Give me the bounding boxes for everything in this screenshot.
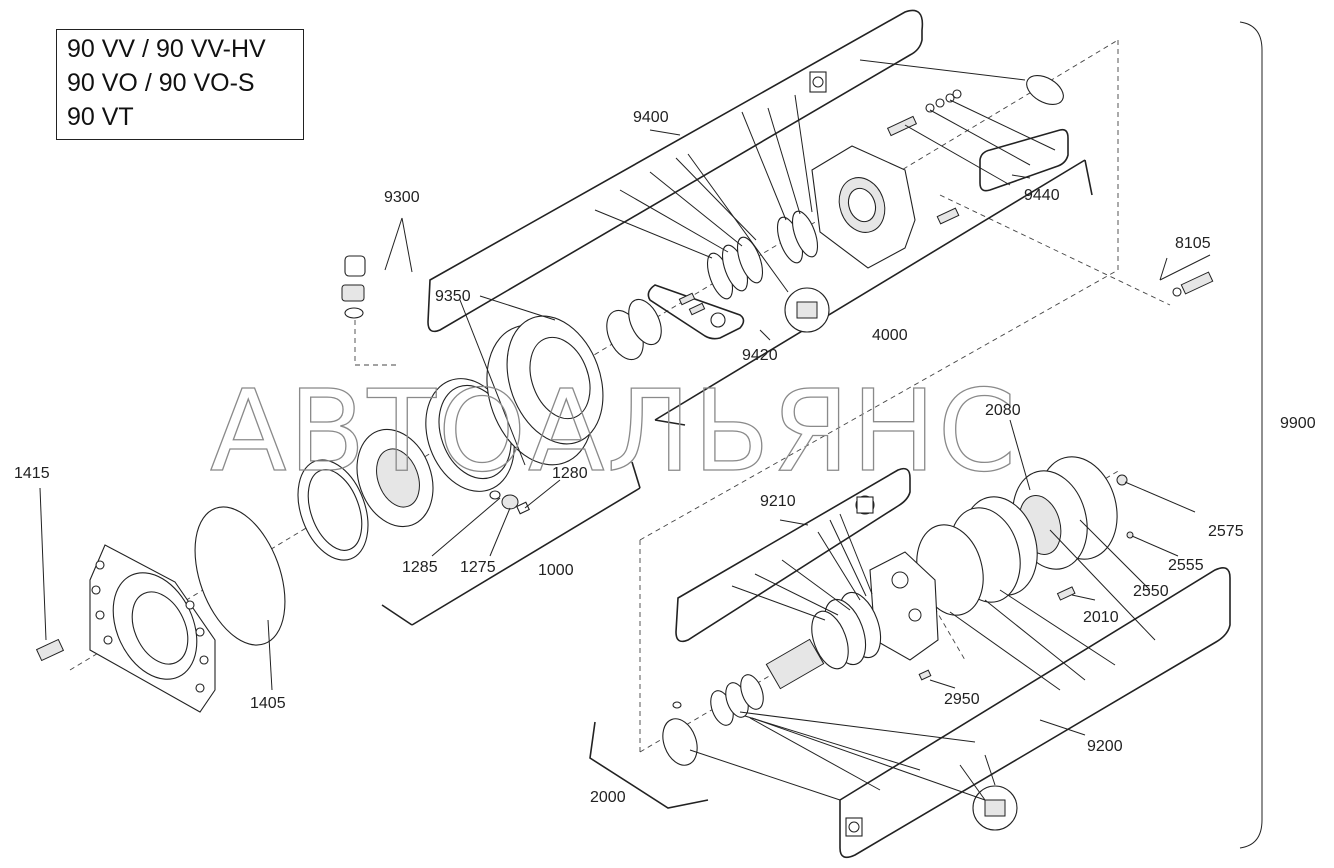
model-title-line-1: 90 VV / 90 VV-HV bbox=[67, 35, 266, 63]
seal-rings-9400 bbox=[594, 94, 830, 333]
label-1415: 1415 bbox=[14, 465, 50, 482]
model-title-line-3: 90 VT bbox=[67, 103, 134, 131]
label-1275: 1275 bbox=[460, 559, 496, 576]
label-9900: 9900 bbox=[1280, 415, 1316, 432]
model-title-line-2: 90 VO / 90 VO-S bbox=[67, 69, 255, 97]
label-4000: 4000 bbox=[872, 327, 908, 344]
cylinder-block-part bbox=[356, 315, 604, 528]
label-9300: 9300 bbox=[384, 189, 420, 206]
label-1405: 1405 bbox=[250, 695, 286, 712]
group-bracket-4000 bbox=[427, 9, 1093, 426]
leader-lines-upper bbox=[459, 129, 1168, 466]
end-plate-part-2080 bbox=[916, 456, 1134, 681]
label-2000: 2000 bbox=[590, 789, 626, 806]
group-bracket-1000 bbox=[381, 461, 641, 626]
group-bracket-2000 bbox=[589, 467, 1231, 859]
label-1285: 1285 bbox=[402, 559, 438, 576]
fitting-part-8105 bbox=[1159, 254, 1214, 297]
model-title-box: 90 VV / 90 VV-HV 90 VO / 90 VO-S 90 VT bbox=[56, 29, 304, 140]
label-1280: 1280 bbox=[552, 465, 588, 482]
plug-parts-9300 bbox=[341, 217, 413, 319]
shaft-part-9420 bbox=[606, 292, 726, 361]
label-8105: 8105 bbox=[1175, 235, 1211, 252]
label-2550: 2550 bbox=[1133, 583, 1169, 600]
label-2555: 2555 bbox=[1168, 557, 1204, 574]
label-9440: 9440 bbox=[1024, 187, 1060, 204]
bolt-part bbox=[35, 487, 65, 662]
label-1000: 1000 bbox=[538, 562, 574, 579]
part-number-labels: 9400 9300 9350 9420 4000 9440 8105 9900 … bbox=[14, 109, 1316, 806]
end-cover-part bbox=[89, 544, 216, 713]
label-9210: 9210 bbox=[760, 493, 796, 510]
label-9350: 9350 bbox=[435, 288, 471, 305]
label-2950: 2950 bbox=[944, 691, 980, 708]
valve-parts-9440 bbox=[859, 59, 1064, 186]
label-2575: 2575 bbox=[1208, 523, 1244, 540]
o-ring-part bbox=[194, 506, 286, 646]
label-9200: 9200 bbox=[1087, 738, 1123, 755]
shaft-part-2000 bbox=[662, 495, 1018, 837]
watermark-text: АВТОАЛЬЯНС bbox=[210, 367, 1018, 497]
bearing-ring-part bbox=[297, 459, 369, 561]
label-2010: 2010 bbox=[1083, 609, 1119, 626]
label-2080: 2080 bbox=[985, 402, 1021, 419]
group-brace-9900 bbox=[1239, 21, 1263, 849]
housing-part-4000 bbox=[809, 71, 960, 269]
label-9400: 9400 bbox=[633, 109, 669, 126]
label-9420: 9420 bbox=[742, 347, 778, 364]
small-parts-1275 bbox=[431, 479, 561, 557]
leader-lines-right bbox=[779, 419, 1196, 736]
